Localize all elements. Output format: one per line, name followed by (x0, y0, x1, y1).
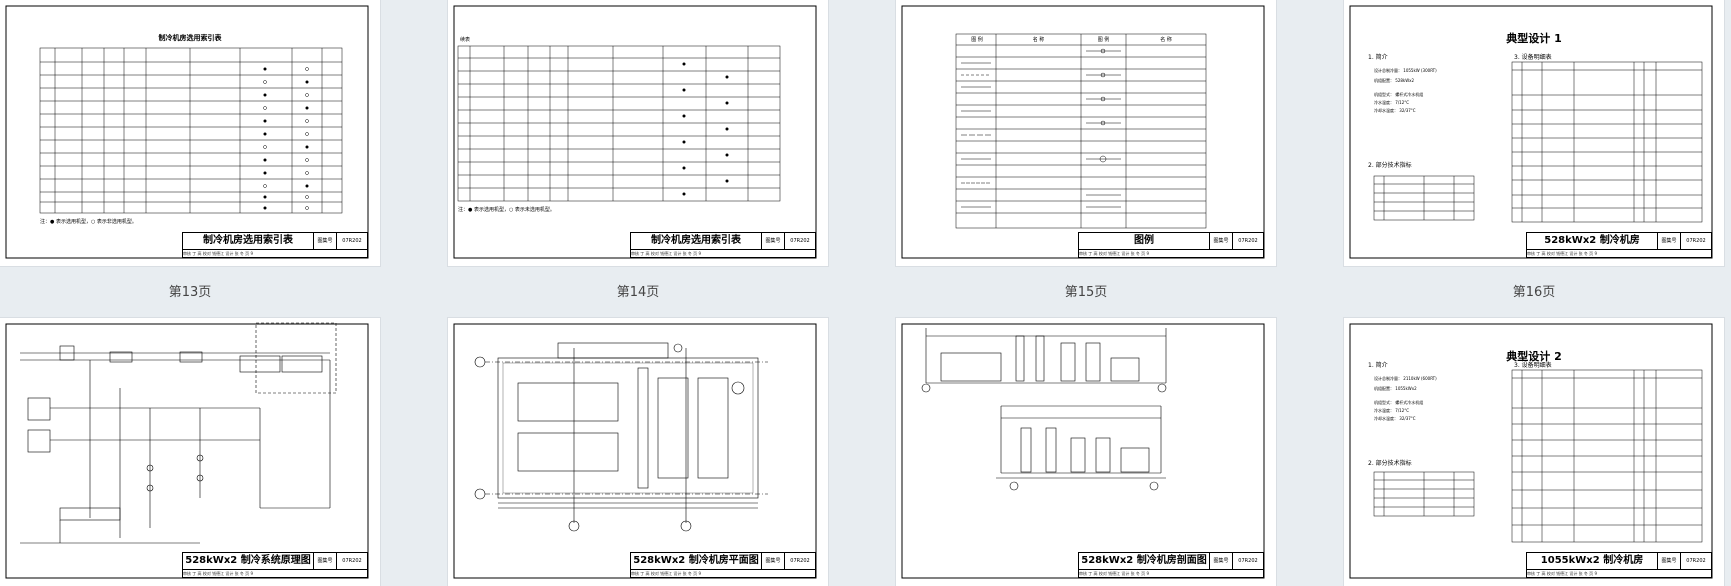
sign-row: 审核 丁 高 校对 钱德江 设计 张 冬 页 9 (631, 571, 701, 576)
title-block: 528kWx2 制冷机房平面图 图集号 07R202 审核 丁 高 校对 钱德江… (630, 552, 816, 578)
svg-text:冷却水温度： 32/37°C: 冷却水温度： 32/37°C (1374, 107, 1416, 113)
atlas-label: 图集号 (314, 233, 337, 250)
sign-row: 审核 丁 高 校对 钱德江 设计 张 冬 页 9 (631, 251, 701, 256)
svg-text:机组配置： 1055kWx2: 机组配置： 1055kWx2 (1374, 385, 1417, 391)
legend-col4: 名 称 (1160, 37, 1172, 43)
section-indicators: 2. 部分技术指标 (1368, 162, 1412, 169)
sheet-title: 制冷机房选用索引表 (183, 233, 314, 250)
sheet-title: 528kWx2 制冷机房剖面图 (1079, 553, 1210, 570)
drawing-sheet: 设计总制冷量： 1055kW (300RT) 机组配置： 528kWx2 机组型… (1349, 5, 1713, 259)
sign-row: 审核 丁 高 校对 钱德江 设计 张 冬 页 9 (1079, 571, 1149, 576)
sheet-title: 528kWx2 制冷机房平面图 (631, 553, 762, 570)
atlas-number: 07R202 (1681, 233, 1711, 250)
svg-text:机组型式： 螺杆式冷水机组: 机组型式： 螺杆式冷水机组 (1374, 91, 1423, 97)
table-note: 注：● 表示选用机型，○ 表示未选用机型。 (458, 207, 555, 213)
sheet-title: 图例 (1079, 233, 1210, 250)
drawing-sheet (5, 322, 369, 579)
title-block: 528kWx2 制冷机房剖面图 图集号 07R202 审核 丁 高 校对 钱德江… (1078, 552, 1264, 578)
atlas-number: 07R202 (337, 553, 367, 570)
atlas-number: 07R202 (1233, 553, 1263, 570)
sheet-title: 制冷机房选用索引表 (631, 233, 762, 250)
svg-text:设计总制冷量： 1055kW (300RT): 设计总制冷量： 1055kW (300RT) (1374, 67, 1437, 73)
page-thumbnail-18[interactable]: 528kWx2 制冷机房平面图 图集号 07R202 审核 丁 高 校对 钱德江… (448, 318, 828, 586)
drawing-sheet (453, 5, 817, 259)
atlas-number: 07R202 (785, 553, 815, 570)
page-thumbnail-13[interactable]: 制冷机房选用索引表 注：● 表示选用机型，○ 表示非选用机型。 制冷机房选用索引… (0, 0, 380, 266)
atlas-number: 07R202 (1681, 553, 1711, 570)
atlas-label: 图集号 (762, 553, 785, 570)
sheet-title: 1055kWx2 制冷机房 (1527, 553, 1658, 570)
table-note: 注：● 表示选用机型，○ 表示非选用机型。 (40, 219, 137, 225)
section-equipment: 3. 设备明细表 (1514, 54, 1552, 61)
sheet-title: 528kWx2 制冷系统原理图 (183, 553, 314, 570)
drawing-sheet (901, 323, 1265, 579)
atlas-label: 图集号 (1658, 233, 1681, 250)
drawing-sheet (453, 323, 817, 579)
table-heading: 续表 (460, 37, 471, 43)
design-heading: 典型设计 2 (1506, 350, 1562, 363)
section-indicators: 2. 部分技术指标 (1368, 460, 1412, 467)
page-thumbnail-17[interactable]: 528kWx2 制冷系统原理图 图集号 07R202 审核 丁 高 校对 钱德江… (0, 318, 380, 586)
svg-text:机组配置： 528kWx2: 机组配置： 528kWx2 (1374, 77, 1415, 83)
title-block: 图例 图集号 07R202 审核 丁 高 校对 钱德江 设计 张 冬 页 9 (1078, 232, 1264, 258)
svg-text:机组型式： 螺杆式冷水机组: 机组型式： 螺杆式冷水机组 (1374, 399, 1423, 405)
atlas-label: 图集号 (314, 553, 337, 570)
sign-row: 审核 丁 高 校对 钱德江 设计 张 冬 页 9 (183, 571, 253, 576)
atlas-label: 图集号 (1210, 233, 1233, 250)
sheet-title: 528kWx2 制冷机房 (1527, 233, 1658, 250)
drawing-sheet: 设计总制冷量： 2110kW (600RT) 机组配置： 1055kWx2 机组… (1349, 323, 1713, 579)
legend-col2: 名 称 (1032, 37, 1045, 43)
legend-col3: 图 例 (1097, 37, 1110, 43)
page-thumbnail-19[interactable]: 528kWx2 制冷机房剖面图 图集号 07R202 审核 丁 高 校对 钱德江… (896, 318, 1276, 586)
page-label-13[interactable]: 第13页 (168, 285, 212, 300)
page-label-15[interactable]: 第15页 (1064, 285, 1108, 300)
atlas-label: 图集号 (762, 233, 785, 250)
atlas-number: 07R202 (1233, 233, 1263, 250)
design-heading: 典型设计 1 (1506, 32, 1562, 45)
page-thumbnail-14[interactable]: 续表 注：● 表示选用机型，○ 表示未选用机型。 制冷机房选用索引表 图集号 0… (448, 0, 828, 266)
page-label-16[interactable]: 第16页 (1512, 285, 1556, 300)
atlas-number: 07R202 (785, 233, 815, 250)
section-intro: 1. 简介 (1368, 54, 1388, 61)
title-block: 1055kWx2 制冷机房 图集号 07R202 审核 丁 高 校对 钱德江 设… (1526, 552, 1712, 578)
svg-text:冷水温度： 7/12°C: 冷水温度： 7/12°C (1374, 99, 1409, 105)
page-thumbnail-15[interactable]: 图 例 名 称 图 例 名 称 图例 图集号 07R202 审核 丁 高 校对 … (896, 0, 1276, 266)
title-block: 528kWx2 制冷系统原理图 图集号 07R202 审核 丁 高 校对 钱德江… (182, 552, 368, 578)
svg-text:设计总制冷量： 2110kW (600RT): 设计总制冷量： 2110kW (600RT) (1374, 375, 1437, 381)
sign-row: 审核 丁 高 校对 钱德江 设计 张 冬 页 9 (1527, 571, 1597, 576)
title-block: 528kWx2 制冷机房 图集号 07R202 审核 丁 高 校对 钱德江 设计… (1526, 232, 1712, 258)
sign-row: 审核 丁 高 校对 钱德江 设计 张 冬 页 9 (183, 251, 253, 256)
legend-col1: 图 例 (971, 37, 983, 43)
drawing-sheet (901, 5, 1265, 259)
section-equipment: 3. 设备明细表 (1514, 362, 1552, 369)
page-label-14[interactable]: 第14页 (616, 285, 660, 300)
atlas-label: 图集号 (1210, 553, 1233, 570)
page-thumbnail-16[interactable]: 设计总制冷量： 1055kW (300RT) 机组配置： 528kWx2 机组型… (1344, 0, 1724, 266)
table-heading: 制冷机房选用索引表 (158, 34, 222, 42)
svg-text:冷却水温度： 32/37°C: 冷却水温度： 32/37°C (1374, 415, 1416, 421)
svg-text:冷水温度： 7/12°C: 冷水温度： 7/12°C (1374, 407, 1409, 413)
section-intro: 1. 简介 (1368, 362, 1388, 369)
drawing-sheet (5, 5, 369, 259)
title-block: 制冷机房选用索引表 图集号 07R202 审核 丁 高 校对 钱德江 设计 张 … (182, 232, 368, 258)
sign-row: 审核 丁 高 校对 钱德江 设计 张 冬 页 9 (1079, 251, 1149, 256)
page-thumbnail-20[interactable]: 设计总制冷量： 2110kW (600RT) 机组配置： 1055kWx2 机组… (1344, 318, 1724, 586)
title-block: 制冷机房选用索引表 图集号 07R202 审核 丁 高 校对 钱德江 设计 张 … (630, 232, 816, 258)
sign-row: 审核 丁 高 校对 钱德江 设计 张 冬 页 9 (1527, 251, 1597, 256)
atlas-label: 图集号 (1658, 553, 1681, 570)
atlas-number: 07R202 (337, 233, 367, 250)
